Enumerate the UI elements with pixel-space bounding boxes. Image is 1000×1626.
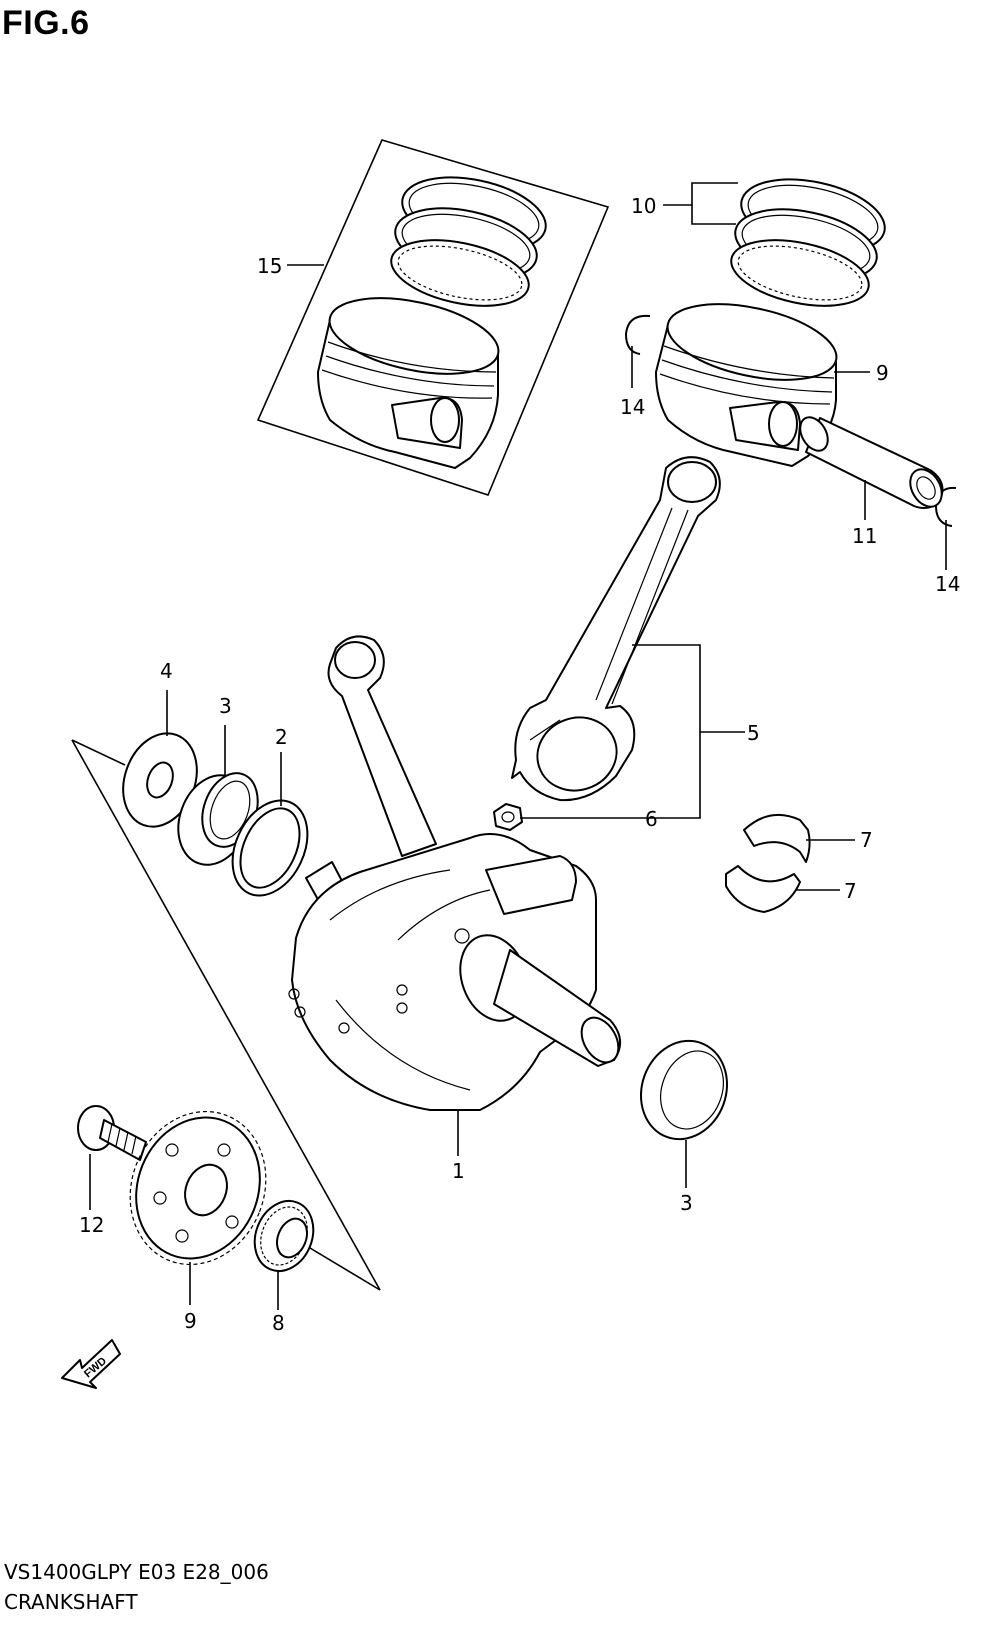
fwd-direction-arrow: FWD	[61, 1339, 121, 1389]
connecting-rod-5	[511, 456, 721, 802]
callout-9: 9	[184, 1309, 197, 1333]
thrust-ring-2	[231, 799, 309, 897]
crankshaft-1	[288, 635, 621, 1111]
callout-5: 5	[747, 721, 760, 745]
piston-pin-13	[799, 416, 944, 509]
needle-bearing-8	[253, 1200, 315, 1272]
section-name: CRANKSHAFT	[4, 1590, 138, 1614]
callout-1: 1	[452, 1159, 465, 1183]
conrod-bearing-7-lower	[725, 865, 801, 913]
piston-11	[655, 303, 838, 467]
callout-labels: 15 10 9 14 11 14 5 6 7 7 4 3 2 1 3 12 9 …	[79, 194, 960, 1335]
callout-11: 9	[876, 361, 889, 385]
figure-title: FIG.6	[2, 4, 90, 42]
callout-3-right: 3	[680, 1191, 693, 1215]
callout-14-left: 14	[620, 395, 645, 419]
callout-7-upper: 7	[860, 828, 873, 852]
callout-4: 4	[160, 659, 173, 683]
callout-8: 8	[272, 1311, 285, 1335]
model-code: VS1400GLPY E03 E28_006	[4, 1560, 269, 1584]
piston-set-frame	[256, 139, 610, 496]
piston-15	[317, 297, 500, 469]
callout-13: 11	[852, 524, 877, 548]
callout-6: 6	[645, 807, 658, 831]
leader-lines	[89, 182, 947, 1310]
bolt-10	[77, 1105, 147, 1161]
left-assembly-frame	[71, 739, 381, 1291]
callout-7-lower: 7	[844, 879, 857, 903]
piston-pin-clip-14-left	[625, 314, 651, 355]
callout-15: 15	[257, 254, 282, 278]
main-bearing-3-right	[639, 1039, 729, 1141]
callout-10: 12	[79, 1213, 104, 1237]
callout-14-right: 14	[935, 572, 960, 596]
piston-ring-set-15	[390, 176, 547, 307]
callout-3-left: 3	[219, 694, 232, 718]
callout-12: 10	[631, 194, 656, 218]
conrod-bearing-7-upper	[743, 813, 811, 863]
callout-2: 2	[275, 725, 288, 749]
gear-9	[129, 1110, 267, 1266]
piston-rings-12	[730, 178, 886, 307]
nut-6	[493, 803, 523, 831]
